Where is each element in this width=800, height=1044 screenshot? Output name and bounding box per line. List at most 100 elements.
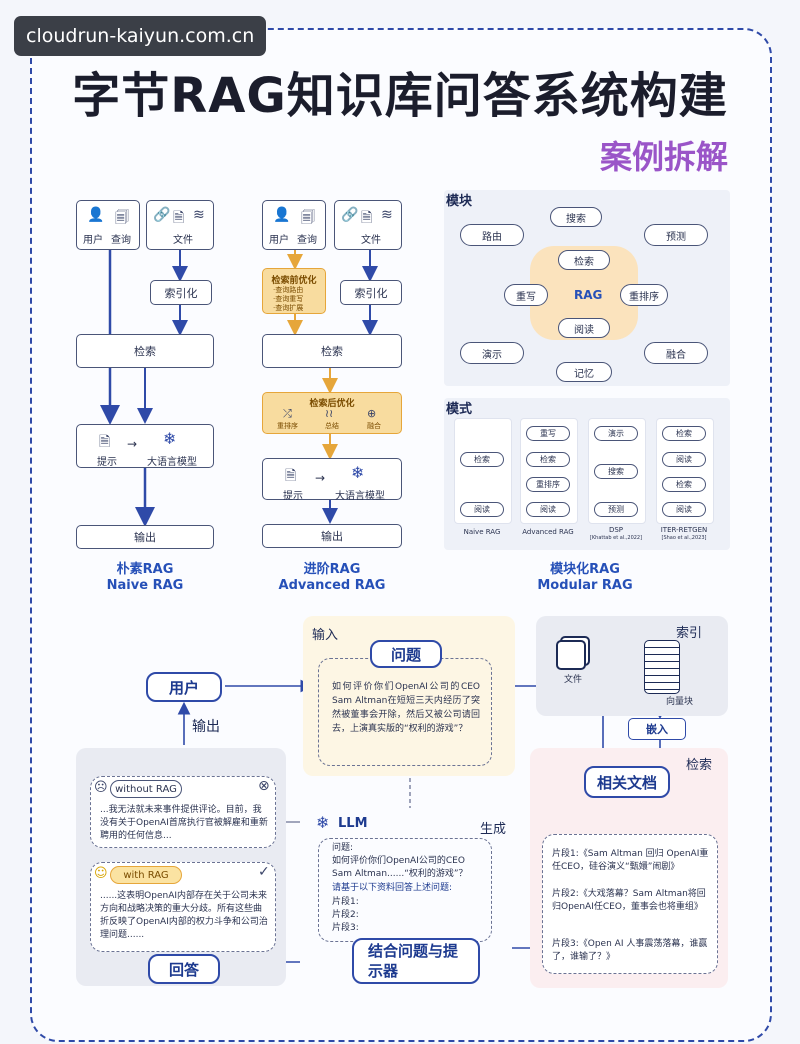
adv-index-box: 索引化 [340,280,402,305]
question-box: 问题 [370,640,442,668]
pattern-iter-step: 阅读 [662,502,706,517]
adv-retrieve-box: 检索 [262,334,402,368]
naive-index-box: 索引化 [150,280,212,305]
adv-post-retrieval-box: 检索后优化 ⤮ ≀≀ ⊕ 重排序 总结 融合 [262,392,402,434]
snippet-1: 片段1:《Sam Altman 回归 OpenAI重任CEO，硅谷演义“甄嬛”闹… [552,849,709,872]
pattern-naive-step: 阅读 [460,502,504,517]
pattern-dsp-step: 预测 [594,502,638,517]
adv-pre-retrieval-box: 检索前优化 ·查询路由 ·查询重写 ·查询扩展 [262,268,326,314]
prompt-doc-icon: 🗎 [285,468,297,484]
modular-caption: 模块化RAG Modular RAG [510,562,660,594]
module-demo: 演示 [460,342,524,364]
adv-caption-en: Advanced RAG [278,578,386,593]
shuffle-icon: ⤮ [283,407,292,420]
input-section-label: 输入 [312,628,339,643]
file-label: 文件 [564,675,583,685]
layers-icon: ≋ [193,207,205,223]
module-rag-center: RAG [574,288,603,302]
check-circle-icon: ✓ [258,864,270,880]
adv-caption: 进阶RAG Advanced RAG [262,562,402,594]
naive-caption-cn: 朴素RAG [116,562,174,577]
module-memory: 记忆 [556,362,612,382]
pattern-advanced-name: Advanced RAG [522,528,574,536]
naive-file-label: 文件 [173,235,193,246]
retrieve-section-label: 检索 [686,758,713,773]
naive-user-query-box: 👤 🗐 用户 查询 [76,200,140,250]
pattern-advanced-step: 重写 [526,426,570,441]
pattern-iter-name: ITER-RETGEN [660,526,708,534]
link-icon: 🔗 [341,207,359,223]
adv-post-title: 检索后优化 [309,399,355,409]
naive-caption: 朴素RAG Naive RAG [76,562,214,594]
arrow-right-icon: → [127,437,138,451]
files-stack-icon [556,640,586,670]
link-icon: 🔗 [153,207,171,223]
vector-chunks-icon [644,640,680,694]
person-icon: 👤 [87,207,105,223]
naive-query-label: 查询 [111,235,131,246]
naive-caption-en: Naive RAG [106,578,184,593]
close-circle-icon: ⊗ [258,778,270,794]
adv-fusion-label: 融合 [367,422,381,430]
pattern-iter-step: 检索 [662,477,706,492]
naive-user-label: 用户 [83,235,103,246]
layers-icon: ≋ [381,207,393,223]
vector-label: 向量块 [666,697,694,707]
pattern-dsp-step: 搜索 [594,464,638,479]
prompt-doc-icon: 🗎 [99,434,111,450]
user-box: 用户 [146,672,222,702]
snowflake-icon: ❄ [316,813,330,832]
adv-rerank-label: 重排序 [277,422,298,430]
adv-pre-item: ·查询扩展 [273,304,304,312]
module-fusion: 融合 [644,342,708,364]
adv-file-label: 文件 [361,235,381,246]
without-rag-badge: without RAG [110,780,182,798]
llm-label: LLM [338,816,368,831]
pattern-advanced-step: 阅读 [526,502,570,517]
pattern-iter-step: 检索 [662,426,706,441]
adv-pre-item: ·查询重写 [273,295,304,303]
adv-summary-label: 总结 [325,422,339,430]
naive-output-box: 输出 [76,525,214,549]
snippets-dashed-box [542,834,718,974]
prompt-question-text: 如何评价你们OpenAI公司的CEO Sam Altman......“权利的游… [332,856,468,879]
adv-pre-title: 检索前优化 [271,276,317,286]
without-rag-text: ...我无法就未来事件提供评论。目前，我没有关于OpenAI首席执行官被解雇和重… [100,805,268,841]
naive-retrieve-box: 检索 [76,334,214,368]
pattern-dsp-citation: [Khattab et al.,2022] [589,535,643,541]
combine-box: 结合问题与提示器 [352,938,480,984]
answer-box: 回答 [148,954,220,984]
pattern-naive-step: 检索 [460,452,504,467]
related-docs-box: 相关文档 [584,766,670,798]
prompt-slot: 片段1: [332,897,359,907]
module-routing: 路由 [460,224,524,246]
page-title: 字节RAG知识库问答系统构建 [72,68,728,124]
modules-section-label: 模块 [446,194,473,209]
pattern-advanced-step: 检索 [526,452,570,467]
file-icon: 🗎 [361,210,373,226]
snowflake-icon: ❄ [351,463,365,482]
document-icon: 🗐 [301,210,315,226]
adv-generate-box: 🗎 提示 → ❄ 大语言模型 [262,458,402,502]
adv-prompt-label: 提示 [283,491,303,502]
arrow-right-icon: → [315,471,326,485]
pattern-dsp-step: 演示 [594,426,638,441]
naive-llm-label: 大语言模型 [147,457,197,468]
module-read: 阅读 [558,318,610,338]
snowflake-icon: ❄ [163,429,177,448]
adv-pre-item: ·查询路由 [273,286,304,294]
snippet-2: 片段2:《大戏落幕？Sam Altman将回归OpenAI任CEO，董事会也将重… [552,889,706,912]
sad-face-icon: ☹ [94,780,108,795]
adv-user-query-box: 👤 🗐 用户 查询 [262,200,326,250]
with-rag-text: ......这表明OpenAI内部存在关于公司未来方向和战略决策的重大分歧。所有… [100,891,268,940]
adv-output-box: 输出 [262,524,402,548]
adv-query-label: 查询 [297,235,317,246]
adv-llm-label: 大语言模型 [335,491,385,502]
module-search: 搜索 [550,207,602,227]
adv-user-label: 用户 [269,235,289,246]
page-subtitle: 案例拆解 [600,138,729,176]
snippet-3: 片段3:《Open AI 人事震荡落幕，谁赢了，谁输了？》 [552,939,708,962]
person-icon: 👤 [273,207,291,223]
modular-caption-cn: 模块化RAG [550,562,620,577]
prompt-slot: 片段3: [332,923,359,933]
